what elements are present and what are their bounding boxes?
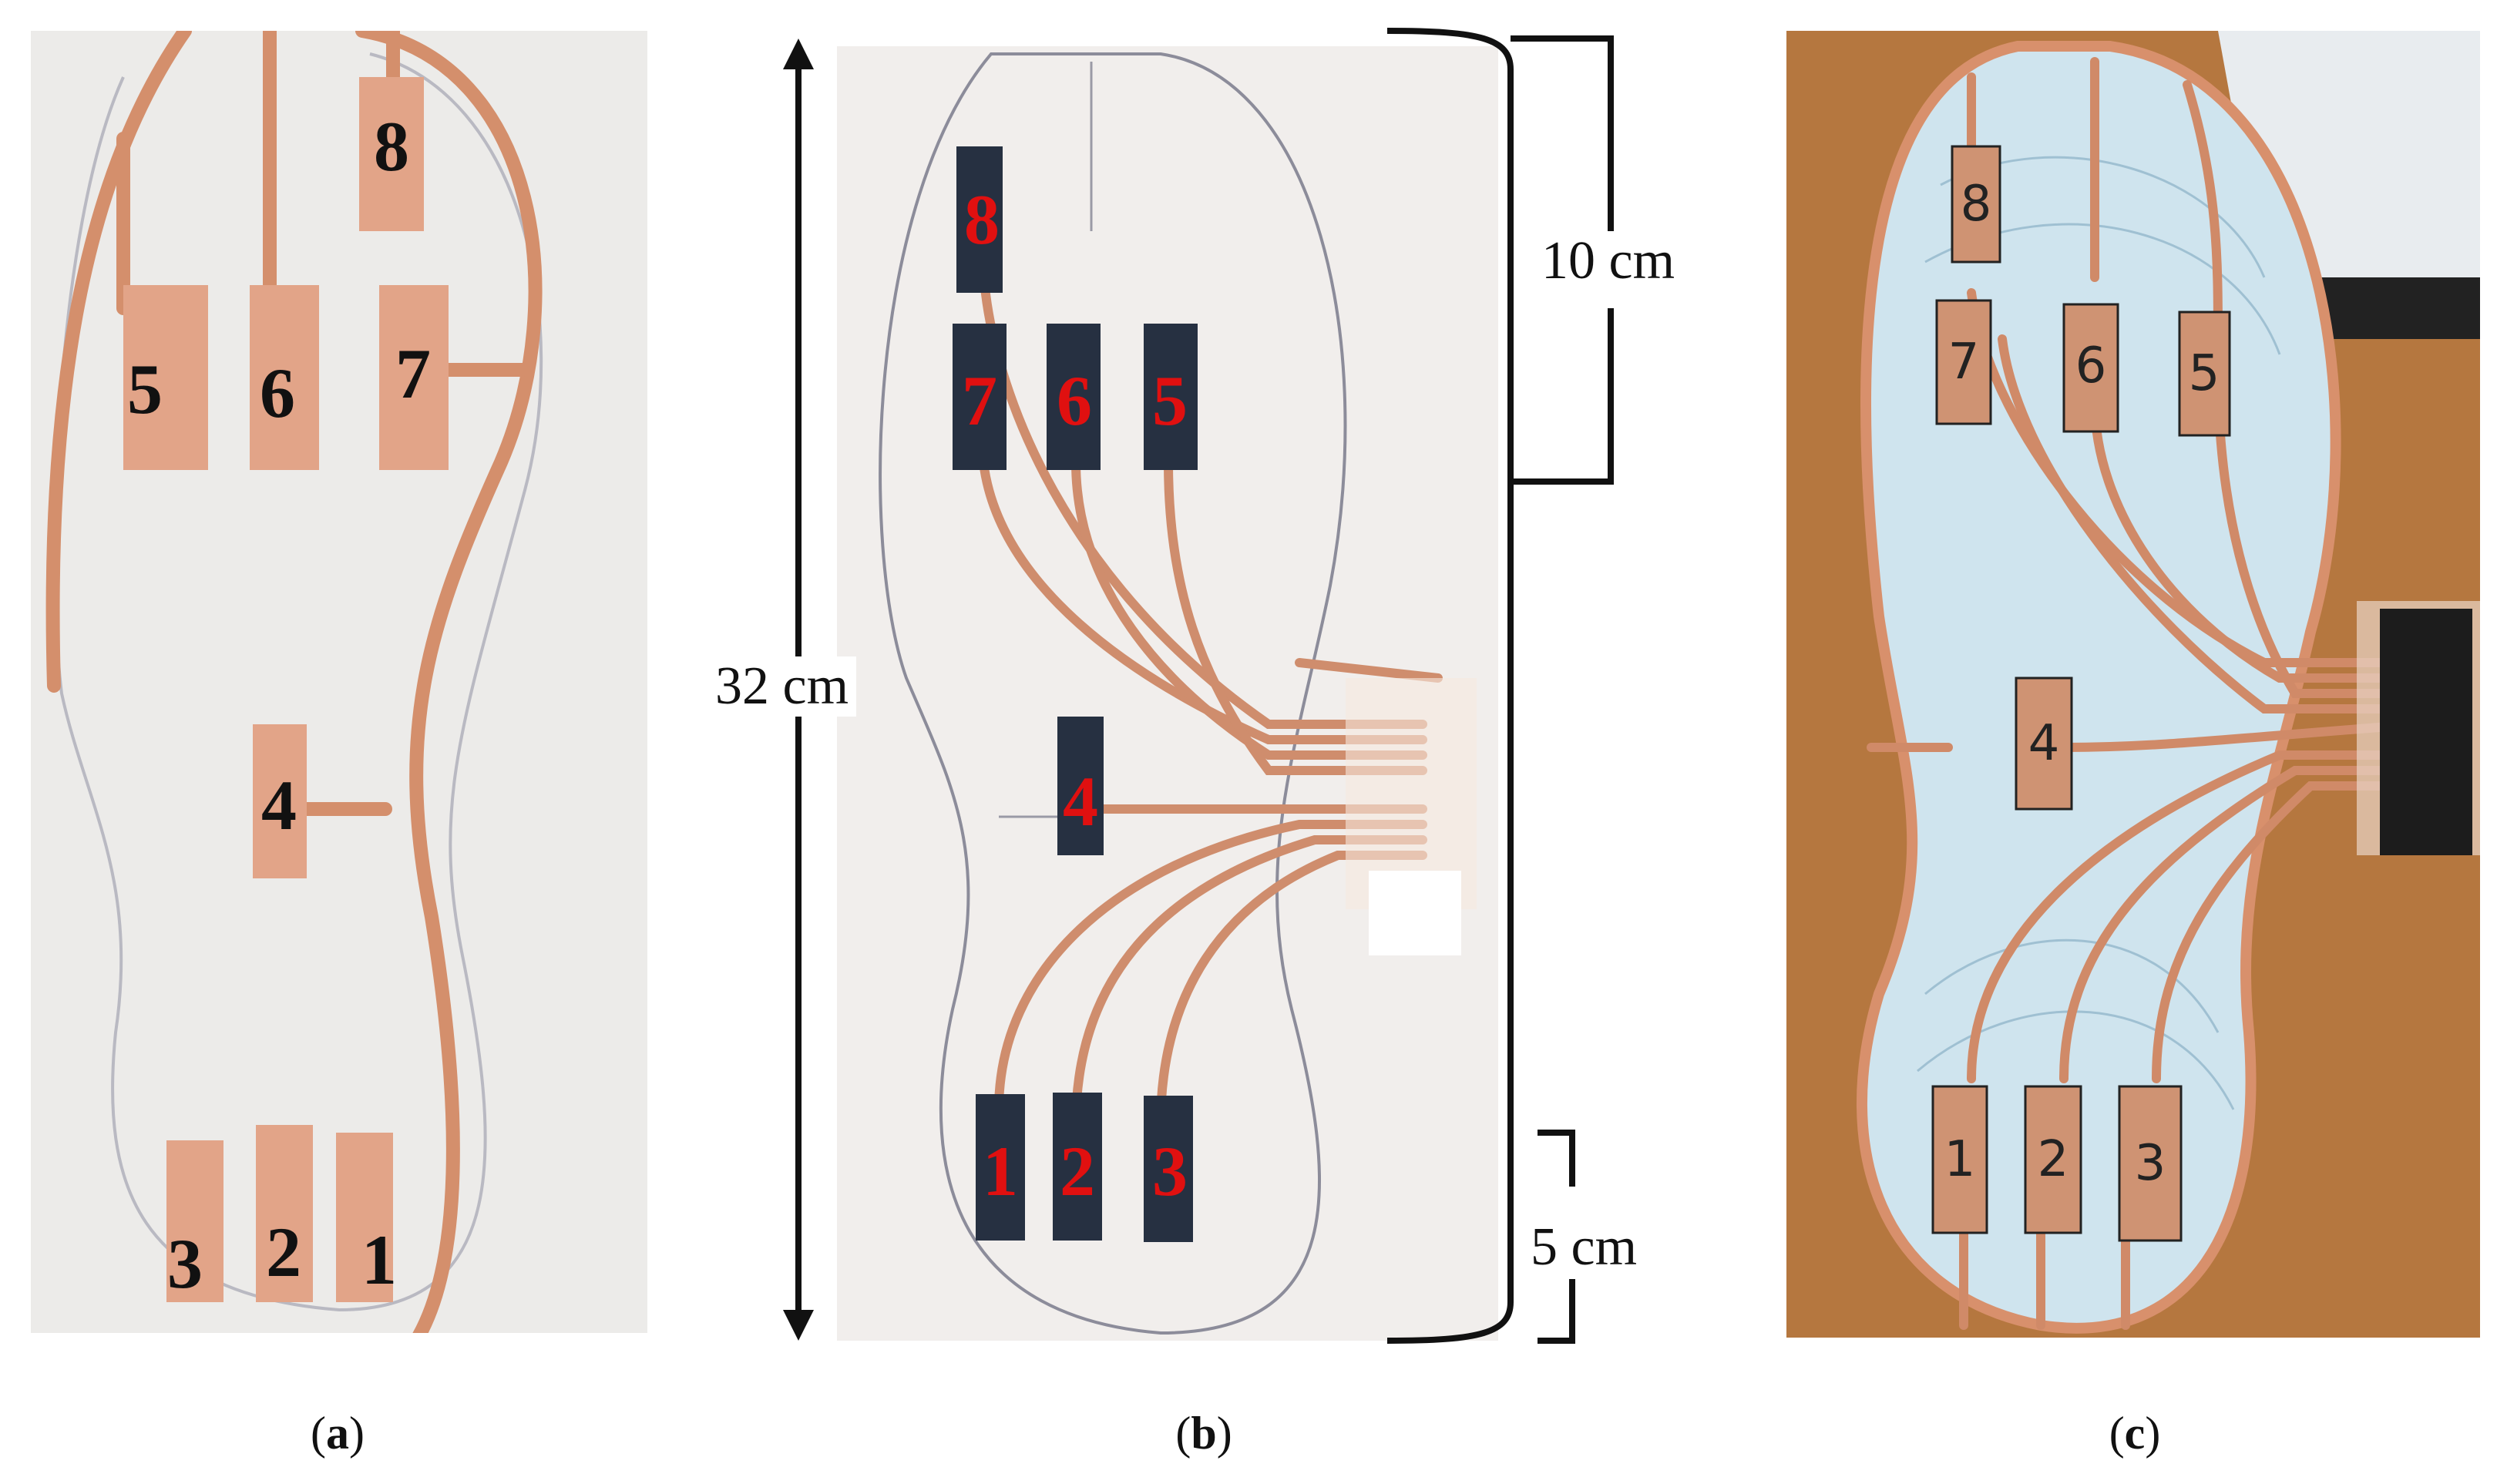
sensor-label-1: 1 [361,1220,397,1299]
sensor-label-4: 4 [2028,715,2060,772]
panel-c-insole [1856,31,2480,1334]
caption-a-letter: a [326,1408,349,1459]
copper-pads [1931,145,2231,1242]
caption-c: (c) [2109,1408,2161,1459]
sensor-label-5: 5 [2188,345,2220,402]
sensor-label-7: 7 [1948,334,1980,391]
sensor-label-3: 3 [167,1224,203,1303]
caption-c-letter: c [2124,1408,2146,1459]
sensor-label-1: 1 [1944,1131,1976,1188]
length-label: 32 cm [707,656,857,717]
connector-block [2380,609,2472,855]
electrode-pads [953,146,1198,1242]
sensor-label-8: 8 [964,180,1000,259]
sensor-label-7: 7 [395,334,431,413]
sensor-label-5: 5 [1152,361,1188,440]
bottom-section-label: 5 cm [1523,1217,1645,1278]
sensor-label-3: 3 [2134,1135,2166,1192]
panel-a-insole [45,31,543,1333]
sensor-label-1: 1 [983,1132,1018,1210]
sensor-label-8: 8 [1960,176,1992,233]
sensor-label-4: 4 [1063,762,1098,841]
tape-piece [1369,871,1461,955]
sensor-label-2: 2 [1060,1132,1095,1210]
caption-b: (b) [1175,1408,1232,1459]
sensor-label-7: 7 [962,361,997,440]
panel-b-photo: 8 7 6 5 4 1 2 3 [837,46,1498,1341]
panel-a-photo: 8 5 6 7 4 3 2 1 [31,31,647,1333]
caption-a: (a) [311,1408,365,1459]
sensor-label-2: 2 [266,1213,301,1291]
insole-outline [879,52,1347,1335]
sensor-label-5: 5 [127,350,163,428]
sensor-label-3: 3 [1152,1132,1188,1210]
sensor-label-6: 6 [1057,361,1092,440]
panel-c-photo: 8 7 6 5 4 1 2 3 [1786,31,2480,1338]
sensor-label-6: 6 [2075,337,2107,395]
caption-b-letter: b [1191,1408,1217,1459]
sensor-label-8: 8 [374,107,409,186]
copper-traces [45,31,543,1333]
top-section-label: 10 cm [1534,231,1683,291]
sensor-label-4: 4 [261,766,297,844]
sensor-label-6: 6 [260,354,295,432]
copper-pads [123,77,449,1302]
sensor-label-2: 2 [2037,1131,2069,1188]
